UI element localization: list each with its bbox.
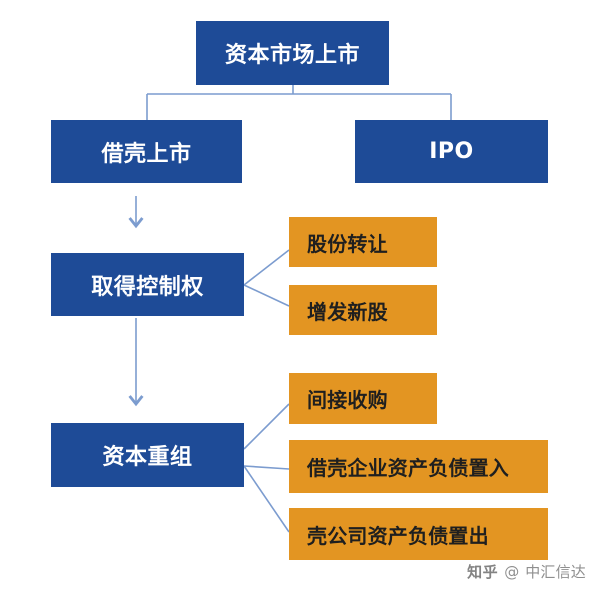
share-transfer-box: 股份转让 xyxy=(289,217,437,267)
connector-restructure-to-asset-in xyxy=(243,465,290,470)
restructure-label: 资本重组 xyxy=(102,445,193,470)
top-box: 资本市场上市 xyxy=(196,21,389,85)
control-box: 取得控制权 xyxy=(51,253,244,316)
connector-control-to-share-transfer xyxy=(243,249,290,286)
watermark-platform: 知乎 xyxy=(467,563,499,581)
connector-control-to-new-shares xyxy=(243,284,290,307)
asset-out-label: 壳公司资产负债置出 xyxy=(307,523,489,548)
share-transfer-label: 股份转让 xyxy=(307,231,388,256)
new-shares-box: 增发新股 xyxy=(289,285,437,335)
control-label: 取得控制权 xyxy=(91,274,204,300)
ipo-box: IPO xyxy=(355,120,548,183)
watermark-author: 中汇信达 xyxy=(525,563,586,581)
backdoor-listing-box: 借壳上市 xyxy=(51,120,242,183)
new-shares-label: 增发新股 xyxy=(307,299,388,324)
top-connector xyxy=(146,85,452,120)
connector-restructure-to-asset-out xyxy=(243,465,290,533)
at-icon: @ xyxy=(504,562,520,581)
asset-out-box: 壳公司资产负债置出 xyxy=(289,508,548,560)
indirect-acquisition-box: 间接收购 xyxy=(289,373,437,424)
connector-restructure-to-indirect-acquisition xyxy=(243,403,290,450)
restructure-box: 资本重组 xyxy=(51,423,244,487)
indirect-acquisition-label: 间接收购 xyxy=(307,388,388,412)
ipo-label: IPO xyxy=(429,139,474,164)
asset-in-box: 借壳企业资产负债置入 xyxy=(289,440,548,493)
top-box-label: 资本市场上市 xyxy=(224,43,360,68)
backdoor-listing-label: 借壳上市 xyxy=(101,141,192,167)
asset-in-label: 借壳企业资产负债置入 xyxy=(307,456,509,480)
watermark: 知乎 @ 中汇信达 xyxy=(467,561,586,582)
